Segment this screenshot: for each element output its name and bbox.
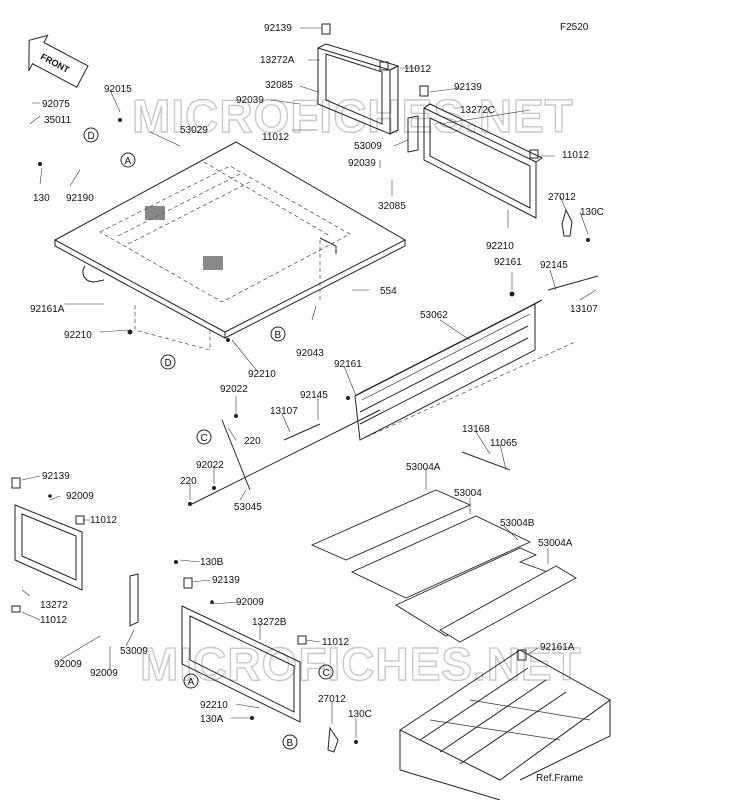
part-label: 92009 (236, 597, 264, 608)
svg-text:B: B (275, 330, 282, 341)
part-label: 92015 (104, 84, 132, 95)
svg-text:D: D (88, 131, 95, 142)
part-label: 92139 (42, 471, 70, 482)
part-label: 53009 (120, 646, 148, 657)
part-label: 130B (200, 557, 224, 568)
part-label: 130 (33, 193, 50, 204)
part-label: 13107 (570, 304, 598, 315)
part-label: 53004A (406, 462, 441, 473)
part-label: 220 (180, 476, 197, 487)
part-label: 92075 (42, 99, 70, 110)
svg-text:C: C (323, 668, 330, 679)
part-label: 53062 (420, 310, 448, 321)
reference-frame (399, 649, 611, 800)
hardware-fasteners (38, 118, 590, 744)
part-label: 92161 (494, 257, 522, 268)
part-label: 92039 (236, 95, 264, 106)
part-label: 92009 (54, 659, 82, 670)
part-label: 32085 (378, 201, 406, 212)
part-label: 32085 (265, 80, 293, 91)
part-label: 92043 (296, 348, 324, 359)
svg-text:A: A (188, 677, 195, 688)
part-label: 92210 (200, 700, 228, 711)
part-labels: 92139 13272A 11012 32085 92039 92139 132… (30, 23, 604, 784)
watermark-bottom: MICROFICHES.NET (140, 638, 582, 690)
tailgate-53062 (354, 299, 576, 441)
part-label: 130A (200, 714, 224, 725)
part-label: 92139 (454, 82, 482, 93)
callout-d-top: D (83, 127, 99, 143)
svg-text:A: A (125, 156, 132, 167)
part-label: 92145 (300, 390, 328, 401)
part-label: 35011 (44, 115, 72, 126)
front-arrow-icon: FRONT (28, 34, 89, 88)
part-label: 11012 (322, 637, 350, 648)
part-label: 92190 (66, 193, 94, 204)
bed-mats (310, 489, 577, 643)
callout-c-left: C (196, 429, 212, 445)
panel-13272c (407, 85, 573, 237)
part-label: 92210 (486, 241, 514, 252)
part-label: 92161A (540, 642, 575, 653)
svg-text:D: D (165, 358, 172, 369)
tailgate-cable-53045 (189, 275, 599, 506)
part-label: 92139 (212, 575, 240, 586)
part-label: 11012 (40, 615, 68, 626)
part-label: 27012 (318, 694, 346, 705)
part-label: 130C (580, 207, 604, 218)
part-label: 92009 (90, 668, 118, 679)
panel-13272a (317, 23, 400, 135)
part-label: 13272B (252, 617, 287, 628)
part-label: 92210 (64, 330, 92, 341)
bed-floor-53029 (53, 141, 407, 351)
callout-a-top: A (120, 152, 136, 168)
part-label: 13168 (462, 424, 490, 435)
svg-text:C: C (201, 433, 208, 444)
part-label: 13107 (270, 406, 298, 417)
part-label: 53004B (500, 518, 535, 529)
part-label: 53045 (234, 502, 262, 513)
part-label: 130C (348, 709, 372, 720)
part-label: 92009 (66, 491, 94, 502)
part-label: 11012 (262, 132, 290, 143)
part-label: 53029 (180, 125, 208, 136)
part-label: 53009 (354, 141, 382, 152)
part-label: 11012 (562, 150, 590, 161)
callout-a-bottom: A (183, 673, 199, 689)
part-label: 554 (380, 286, 397, 297)
part-label: 11012 (90, 515, 118, 526)
part-label: 92139 (264, 23, 292, 34)
watermark-top: MICROFICHES.NET (132, 90, 574, 142)
leader-lines (21, 27, 597, 738)
callout-c-bottom: C (318, 664, 334, 680)
part-label: 13272 (40, 600, 68, 611)
part-label: 92039 (348, 158, 376, 169)
part-label: 13272A (260, 55, 295, 66)
part-label: 92145 (540, 260, 568, 271)
ref-frame-label: Ref.Frame (536, 773, 584, 784)
svg-text:B: B (287, 738, 294, 749)
part-label: 53004 (454, 488, 482, 499)
part-label: 92161 (334, 359, 362, 370)
part-label: 92210 (248, 369, 276, 380)
part-label: 92161A (30, 304, 65, 315)
part-label: 13272C (460, 105, 495, 116)
part-label: 11012 (404, 64, 432, 75)
callout-b-bottom: B (282, 734, 298, 750)
part-label: 27012 (548, 192, 576, 203)
part-label: 53004A (538, 538, 573, 549)
figure-code: F2520 (560, 22, 589, 33)
part-label: 92022 (220, 384, 248, 395)
callout-b-top: B (270, 326, 286, 342)
panel-13272b (129, 573, 339, 753)
part-label: 11065 (490, 438, 518, 449)
part-label: 92022 (196, 460, 224, 471)
part-label: 220 (244, 436, 261, 447)
callout-d-bottom: D (160, 354, 176, 370)
